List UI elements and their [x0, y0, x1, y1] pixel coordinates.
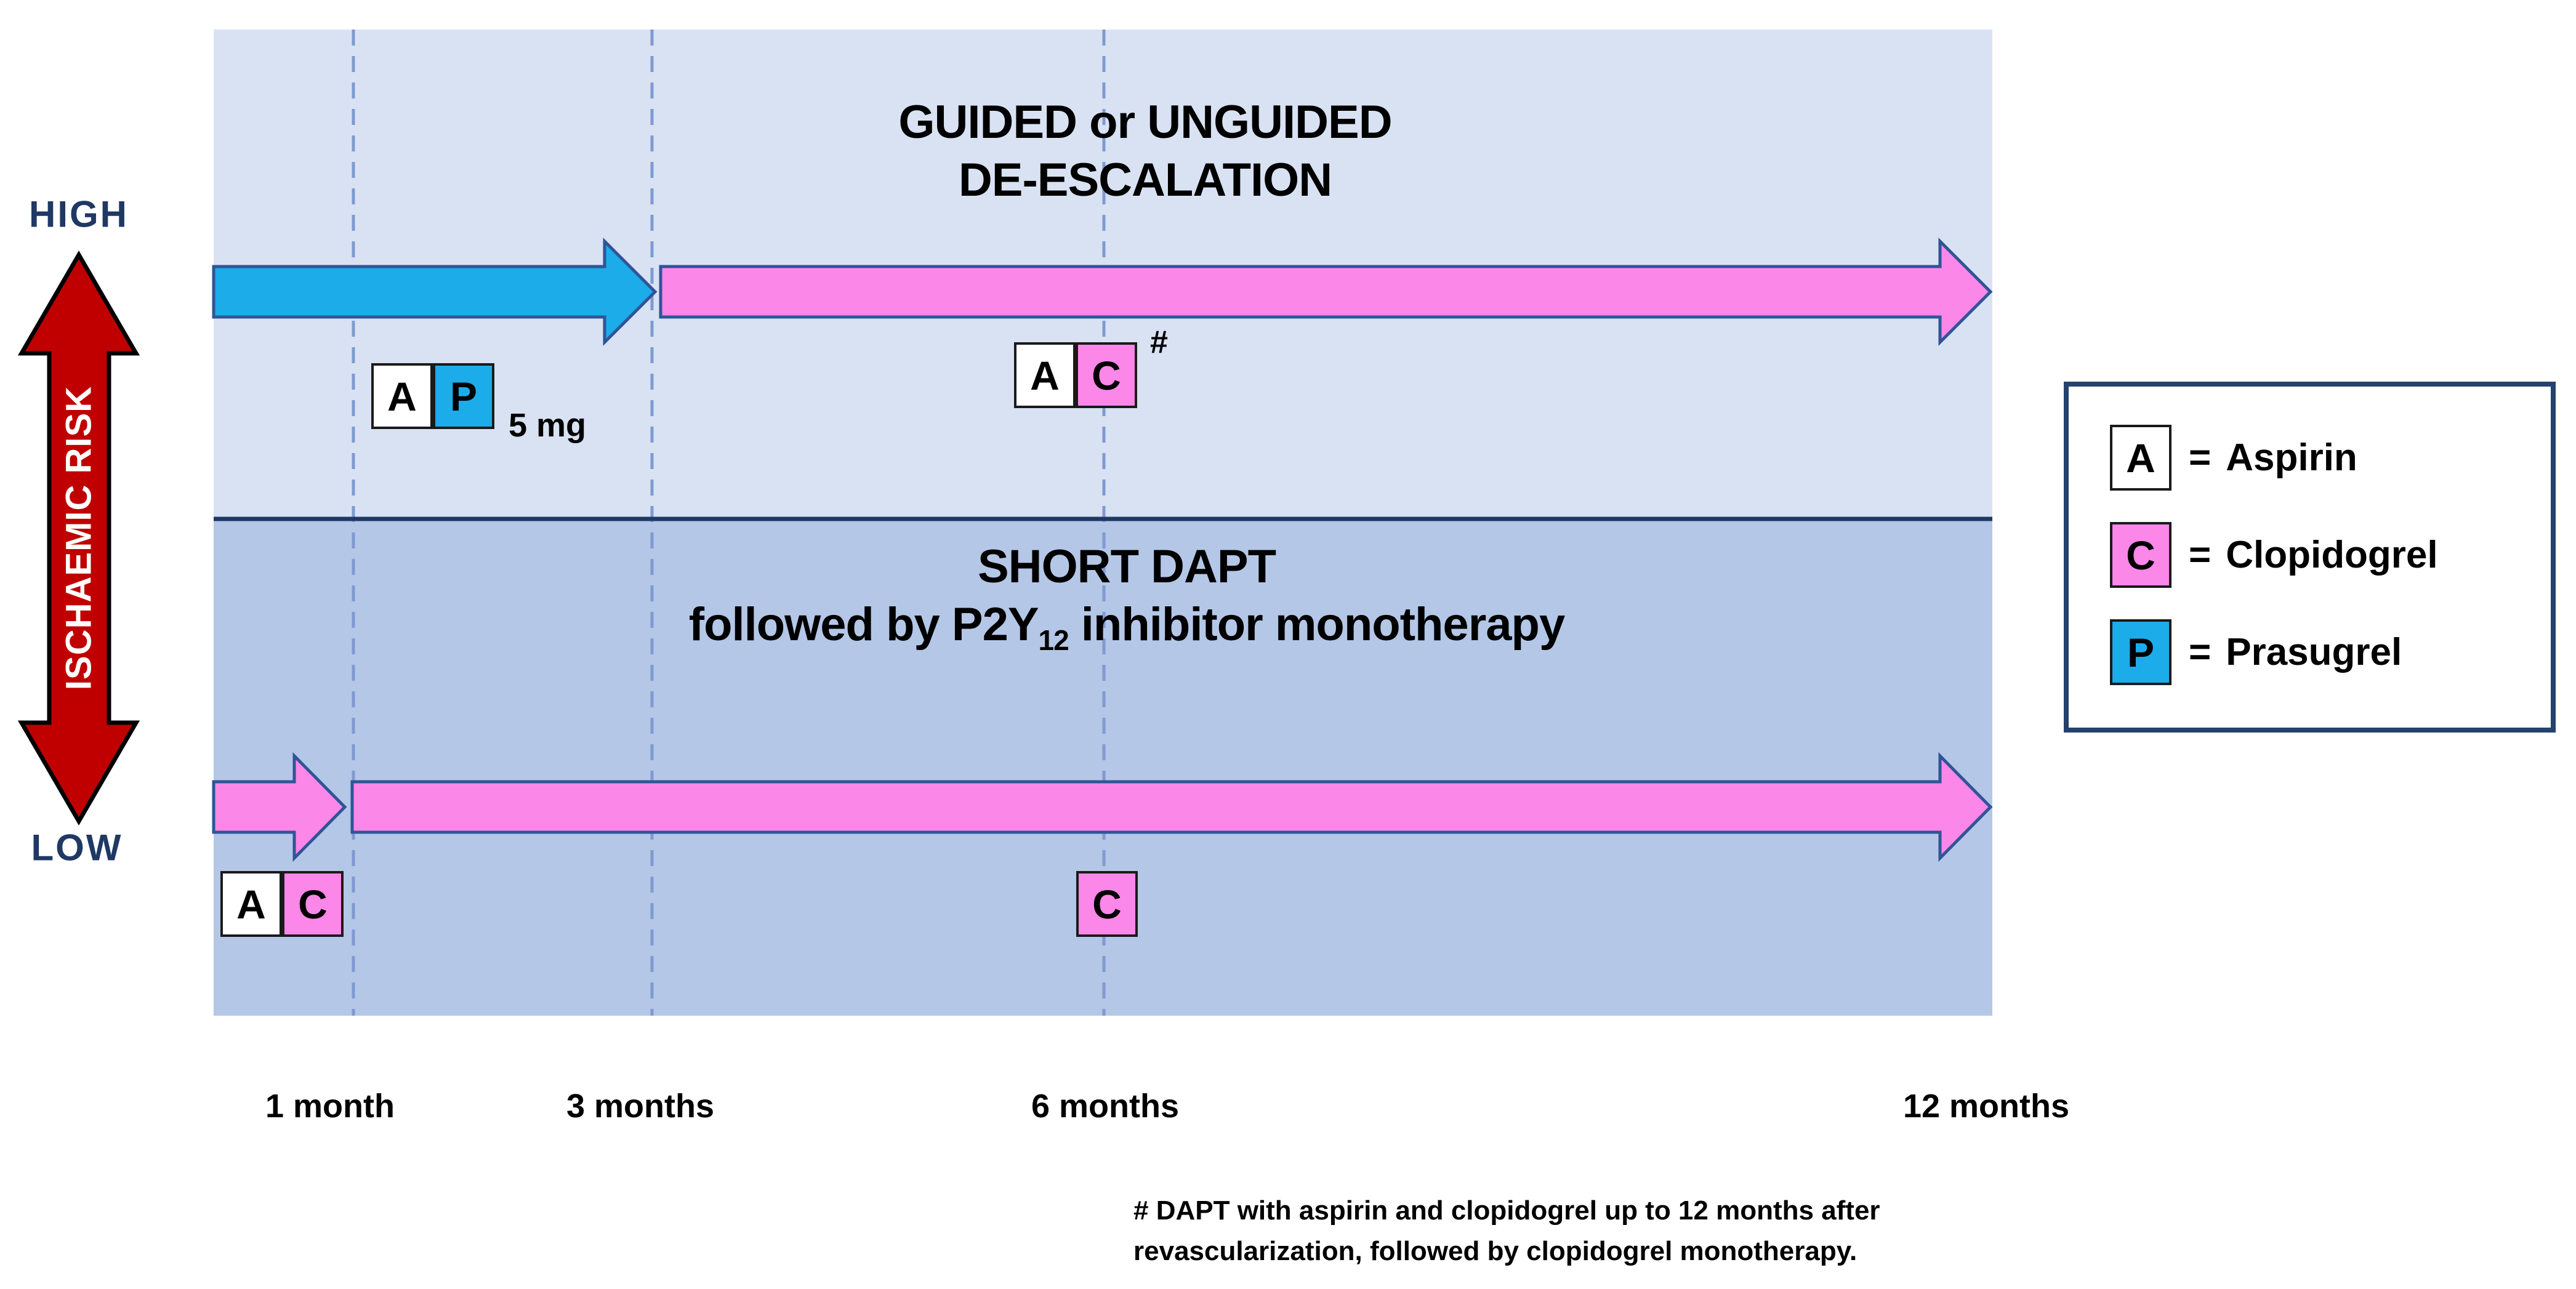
tick-12-months: 12 months [1902, 1088, 2070, 1125]
legend-row-aspirin: A = Aspirin [2110, 425, 2551, 491]
monotherapy-clopidogrel-box-wrap: C [1076, 871, 1138, 937]
legend-row-clopidogrel: C = Clopidogrel [2110, 522, 2551, 588]
footnote: # DAPT with aspirin and clopidogrel up t… [1133, 1191, 1880, 1272]
bottom-title-line2-prefix: followed by P2Y [688, 598, 1039, 651]
clopidogrel-box: C [1076, 871, 1138, 937]
p2y12-subscript: 12 [1038, 624, 1069, 657]
start-aspirin-clopidogrel-boxes: A C [220, 871, 344, 937]
prasugrel-box: P [433, 363, 494, 429]
equals-sign: = [2189, 534, 2212, 576]
equals-sign: = [2189, 631, 2212, 673]
legend-drug-name: Aspirin [2226, 436, 2357, 479]
legend-drug-name: Clopidogrel [2226, 534, 2438, 576]
equals-sign: = [2189, 436, 2212, 479]
clopidogrel-box: C [1076, 342, 1137, 408]
footnote-marker: # [1150, 324, 1168, 360]
bottom-title-line2-suffix: inhibitor monotherapy [1068, 598, 1565, 651]
legend-row-prasugrel: P = Prasugrel [2110, 619, 2551, 685]
ischaemic-risk-axis-label: ISCHAEMIC RISK [58, 385, 99, 691]
aspirin-prasugrel-boxes: A P [371, 363, 494, 429]
clopidogrel-box: C [2110, 522, 2171, 588]
top-title-line1: GUIDED or UNGUIDED [898, 96, 1392, 148]
drug-legend: A = Aspirin C = Clopidogrel P = Prasugre… [2064, 382, 2556, 733]
bottom-section-title: SHORT DAPT followed by P2Y12 inhibitor m… [688, 538, 1565, 657]
aspirin-box: A [371, 363, 433, 429]
low-risk-label: LOW [31, 827, 123, 869]
clopidogrel-box: C [282, 871, 344, 937]
bottom-title-line1: SHORT DAPT [977, 540, 1276, 593]
legend-drug-name: Prasugrel [2226, 631, 2402, 673]
high-risk-label: HIGH [29, 193, 129, 235]
top-title-line2: DE-ESCALATION [958, 154, 1332, 206]
prasugrel-dose-label: 5 mg [509, 407, 587, 444]
footnote-line2: revascularization, followed by clopidogr… [1133, 1236, 1858, 1266]
bottom-title-line2: followed by P2Y12 inhibitor monotherapy [688, 596, 1565, 657]
prasugrel-box: P [2110, 619, 2171, 685]
aspirin-box: A [1014, 342, 1076, 408]
tick-3-months: 3 months [566, 1088, 715, 1125]
aspirin-box: A [2110, 425, 2171, 491]
aspirin-box: A [220, 871, 282, 937]
footnote-line1: # DAPT with aspirin and clopidogrel up t… [1133, 1195, 1880, 1226]
top-section-title: GUIDED or UNGUIDED DE-ESCALATION [898, 94, 1392, 209]
tick-6-months: 6 months [1031, 1088, 1180, 1125]
aspirin-clopidogrel-boxes: A C [1014, 342, 1137, 408]
tick-1-month: 1 month [265, 1088, 395, 1125]
